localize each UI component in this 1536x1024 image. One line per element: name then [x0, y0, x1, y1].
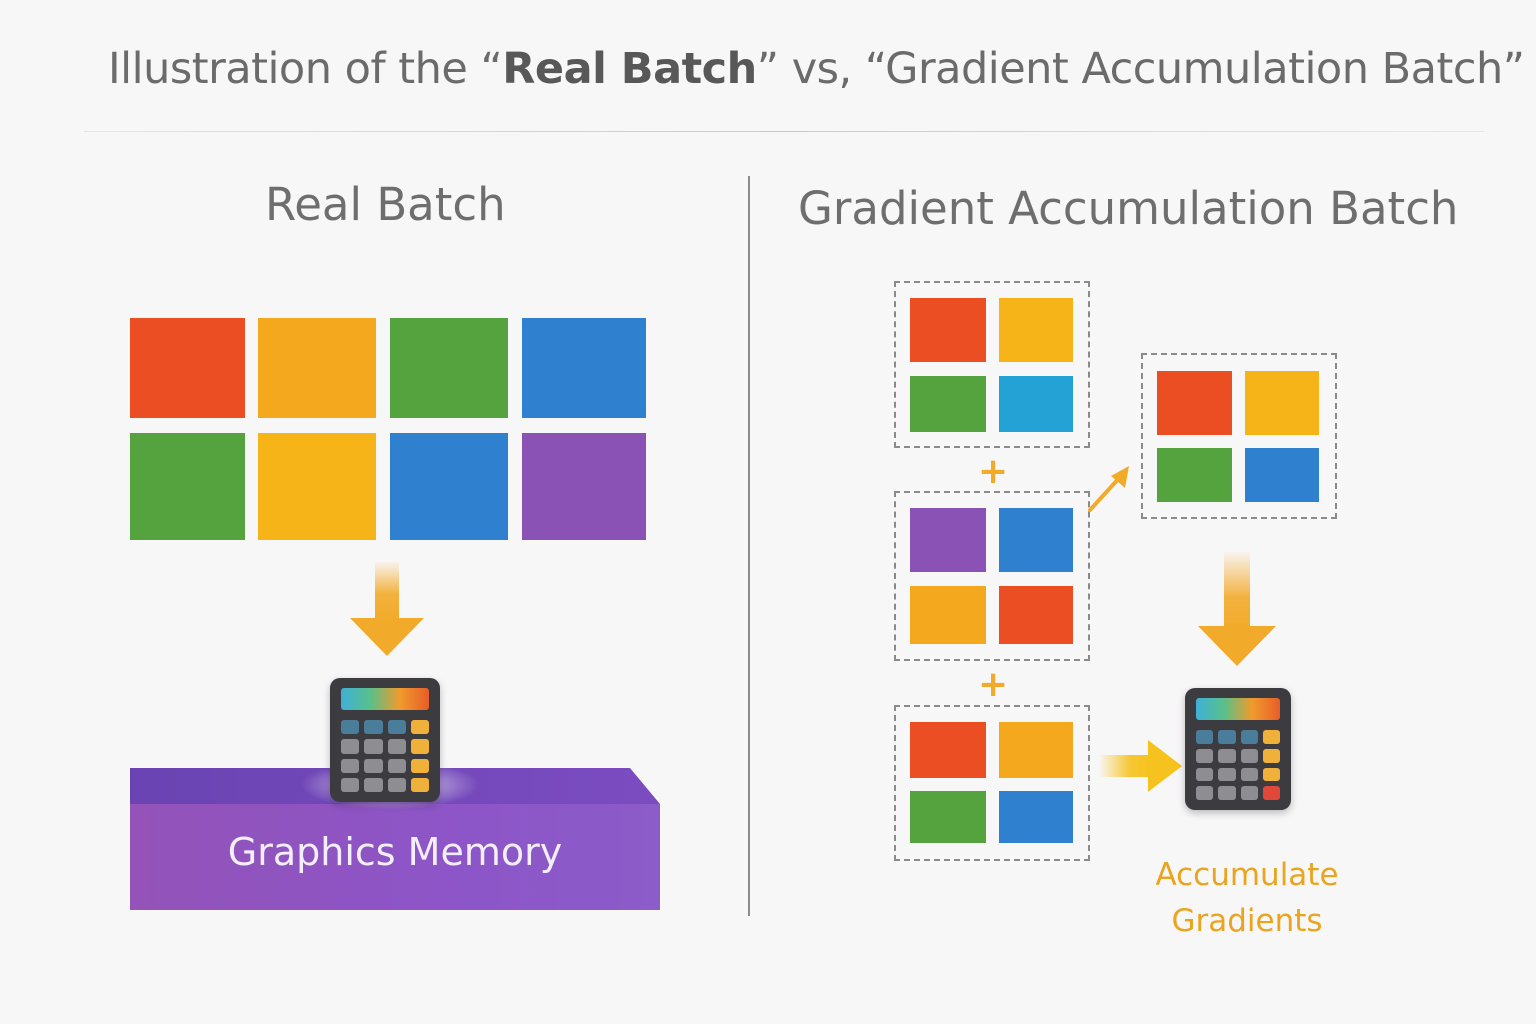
batch-block-yellow [1245, 371, 1319, 435]
batch-block-red [910, 722, 986, 778]
batch-block-green [910, 376, 986, 432]
accumulate-label-line-1: Accumulate [1155, 857, 1339, 893]
accumulate-gradients-label: Accumulate Gradients [1130, 852, 1364, 944]
batch-block-green [910, 791, 986, 843]
right-arrow-icon [1100, 740, 1182, 792]
down-arrow-icon [350, 562, 424, 656]
calculator-icon [330, 678, 440, 802]
accumulated-batch [1141, 353, 1337, 519]
graphics-memory-label: Graphics Memory [227, 830, 563, 874]
batch-block-blue [1245, 448, 1319, 502]
batch-block-blue [999, 791, 1073, 843]
diagonal-arrow-icon [1088, 466, 1129, 512]
vertical-divider [748, 176, 750, 916]
batch-block-green [130, 433, 245, 540]
batch-block-green [390, 318, 508, 418]
title-prefix: Illustration of the “ [108, 44, 503, 94]
batch-block-yellow [258, 433, 376, 540]
main-title: Illustration of the “Real Batch” vs, “Gr… [108, 44, 1525, 94]
title-suffix: ” vs, “Gradient Accumulation Batch” [756, 44, 1525, 94]
batch-block-blue [522, 318, 646, 418]
title-divider [84, 131, 1484, 132]
batch-block-purple [522, 433, 646, 540]
mini-batch-2 [894, 491, 1090, 661]
batch-block-yellow [999, 298, 1073, 362]
accumulate-label-line-2: Gradients [1171, 903, 1323, 939]
down-arrow-icon [1198, 552, 1276, 666]
title-emphasis: Real Batch [502, 44, 757, 94]
plus-icon: + [978, 664, 1009, 705]
batch-block-red [130, 318, 245, 418]
batch-block-red [1157, 371, 1232, 435]
batch-block-cyan [999, 376, 1073, 432]
batch-block-green [1157, 448, 1232, 502]
graphics-memory [130, 804, 660, 910]
plus-icon: + [978, 451, 1009, 492]
batch-block-red [910, 298, 986, 362]
batch-block-blue [999, 508, 1073, 572]
mini-batch-3 [894, 705, 1090, 861]
calculator-icon [1185, 688, 1291, 810]
mini-batch-1 [894, 281, 1090, 448]
batch-block-orange [258, 318, 376, 418]
batch-block-orange [910, 586, 986, 644]
batch-block-red [999, 586, 1073, 644]
real-batch-heading: Real Batch [265, 178, 506, 231]
batch-block-orange [999, 722, 1073, 778]
batch-block-purple [910, 508, 986, 572]
batch-block-blue [390, 433, 508, 540]
gradient-accumulation-heading: Gradient Accumulation Batch [798, 182, 1459, 235]
